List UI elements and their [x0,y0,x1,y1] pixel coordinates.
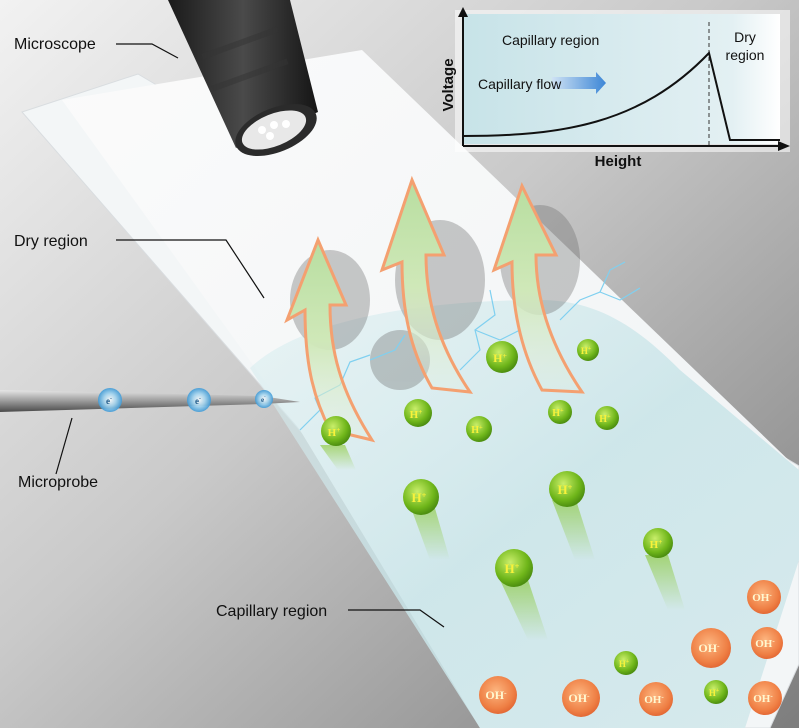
capillary-fluid [250,300,799,728]
inset-x-label: Height [595,153,642,170]
inset-y-label: Voltage [440,58,457,111]
proton-label: H+ [581,346,592,356]
charge-superscript: - [199,396,201,402]
hydroxide-icon [479,580,783,717]
hydroxide-label: OH- [644,693,664,706]
microprobe-icon [0,390,300,412]
voltage-height-inset [455,7,790,152]
leader-lines [55,43,445,628]
proton-label: H+ [599,413,611,425]
inset-flow-label: Capillary flow [478,76,562,92]
charge-superscript: - [661,693,664,701]
hydroxide-label: OH- [568,691,590,705]
charge-superscript: + [658,538,662,546]
dry-region-label: Dry region [14,233,88,250]
microscope-label: Microscope [14,36,96,53]
hydroxide-label: OH- [755,637,775,650]
capillary-region-label: Capillary region [216,603,327,620]
inset-voltage-curve [462,50,780,141]
charge-superscript: - [770,692,773,700]
charge-superscript: - [504,688,507,697]
proton-label: H+ [552,407,564,419]
hydroxide-labels: OH- OH- OH- OH- OH- OH- OH- [485,591,775,706]
electron-symbol: e- [195,396,201,406]
proton-icon [321,339,728,704]
electron-symbol: e- [106,396,112,406]
hydroxide-label: OH- [485,688,507,702]
charge-superscript: + [418,408,422,416]
inset-capillary-region-label: Capillary region [502,32,599,48]
charge-superscript: - [772,637,775,645]
hydroxide-label: OH- [752,591,772,604]
proton-tails [320,445,685,640]
electron-icon [98,388,273,412]
proton-label: H+ [709,688,720,698]
charge-superscript: + [422,490,427,500]
charge-superscript: + [568,482,573,492]
microscope-icon [168,0,318,156]
proton-label: H+ [619,659,630,669]
charge-superscript: + [626,659,630,665]
flow-arrow-icon [552,72,606,94]
charge-superscript: + [560,407,564,414]
electron-symbol: e- [261,394,266,404]
hydroxide-label: OH- [698,641,720,655]
charge-superscript: + [479,424,483,431]
inset-dry-region-label-line2: region [726,47,765,63]
charge-superscript: + [716,688,720,694]
charge-superscript: + [588,346,592,352]
charge-superscript: + [607,413,611,420]
charge-superscript: - [264,394,266,399]
inset-dry-region-label-line1: Dry [734,29,756,45]
hydroxide-label: OH- [753,692,773,705]
proton-label: H+ [471,424,483,436]
charge-superscript: + [502,351,507,360]
inset-plot-bg [463,14,780,144]
charge-superscript: + [515,561,520,571]
charge-superscript: - [769,591,772,599]
microprobe-label: Microprobe [18,474,98,491]
upward-arrow-icon [284,175,585,443]
charge-superscript: + [336,426,340,434]
charge-superscript: - [587,691,590,700]
charge-superscript: - [110,396,112,402]
charge-superscript: - [717,641,720,650]
